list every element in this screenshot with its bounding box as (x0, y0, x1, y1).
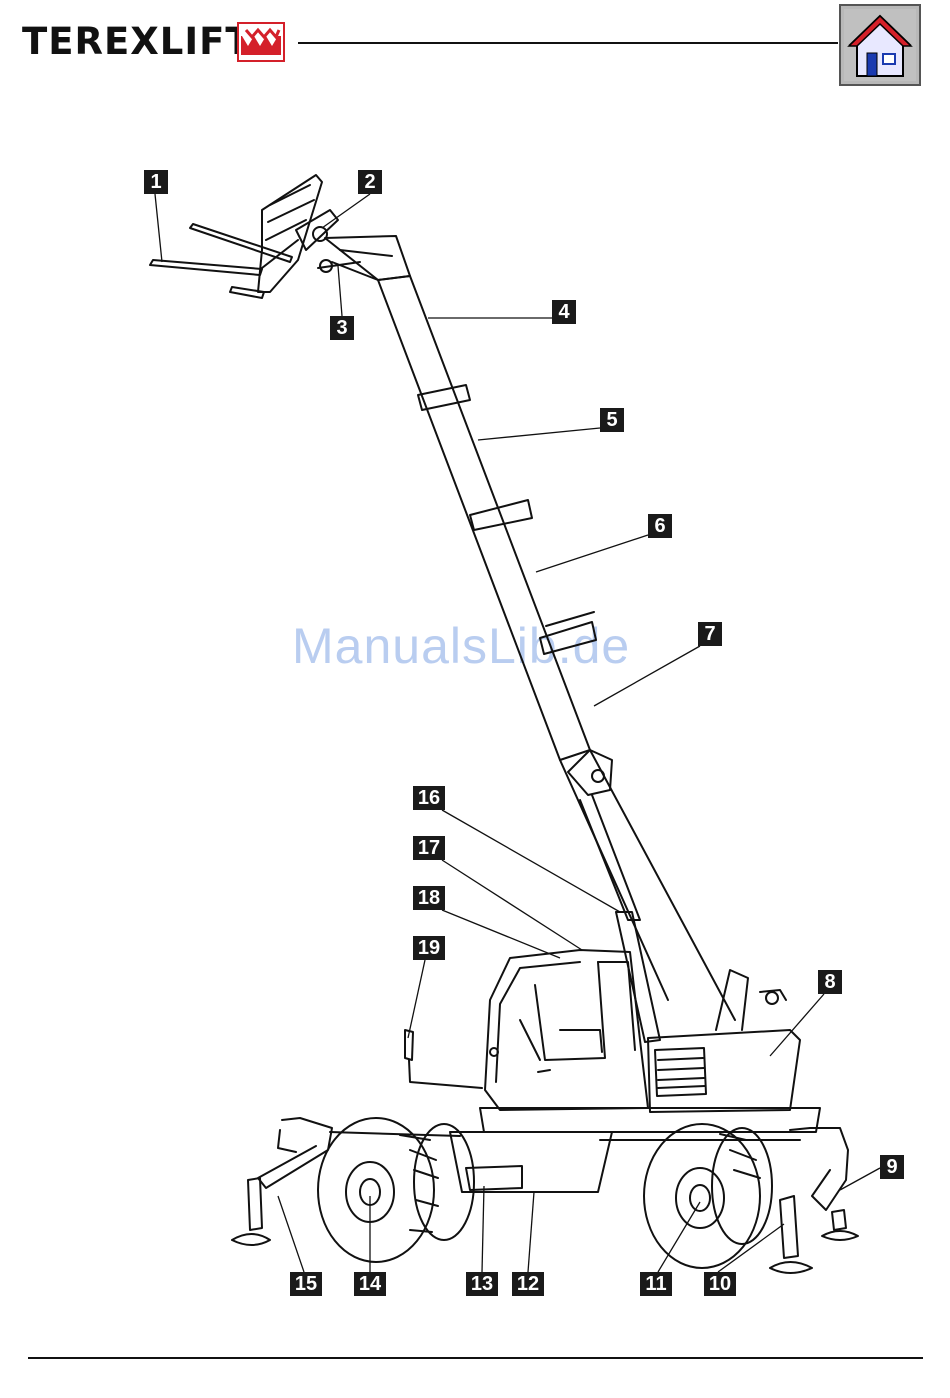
callout-14: 14 (354, 1272, 386, 1296)
cab (405, 950, 648, 1110)
callout-18: 18 (413, 886, 445, 910)
engine-housing (648, 970, 800, 1112)
boom (378, 276, 735, 1042)
callout-9: 9 (880, 1155, 904, 1179)
callout-12: 12 (512, 1272, 544, 1296)
footer-rule (28, 1357, 923, 1359)
callout-3: 3 (330, 316, 354, 340)
callout-4: 4 (552, 300, 576, 324)
front-stabilizer (770, 1128, 858, 1273)
rear-stabilizer (232, 1118, 332, 1245)
callout-6: 6 (648, 514, 672, 538)
forks (150, 175, 322, 298)
callout-10: 10 (704, 1272, 736, 1296)
callout-15: 15 (290, 1272, 322, 1296)
callout-2: 2 (358, 170, 382, 194)
callout-11: 11 (640, 1272, 672, 1296)
callout-16: 16 (413, 786, 445, 810)
fork-carriage (296, 210, 410, 280)
callout-7: 7 (698, 622, 722, 646)
callout-17: 17 (413, 836, 445, 860)
callout-1: 1 (144, 170, 168, 194)
callout-8: 8 (818, 970, 842, 994)
callout-5: 5 (600, 408, 624, 432)
callout-13: 13 (466, 1272, 498, 1296)
callout-19: 19 (413, 936, 445, 960)
